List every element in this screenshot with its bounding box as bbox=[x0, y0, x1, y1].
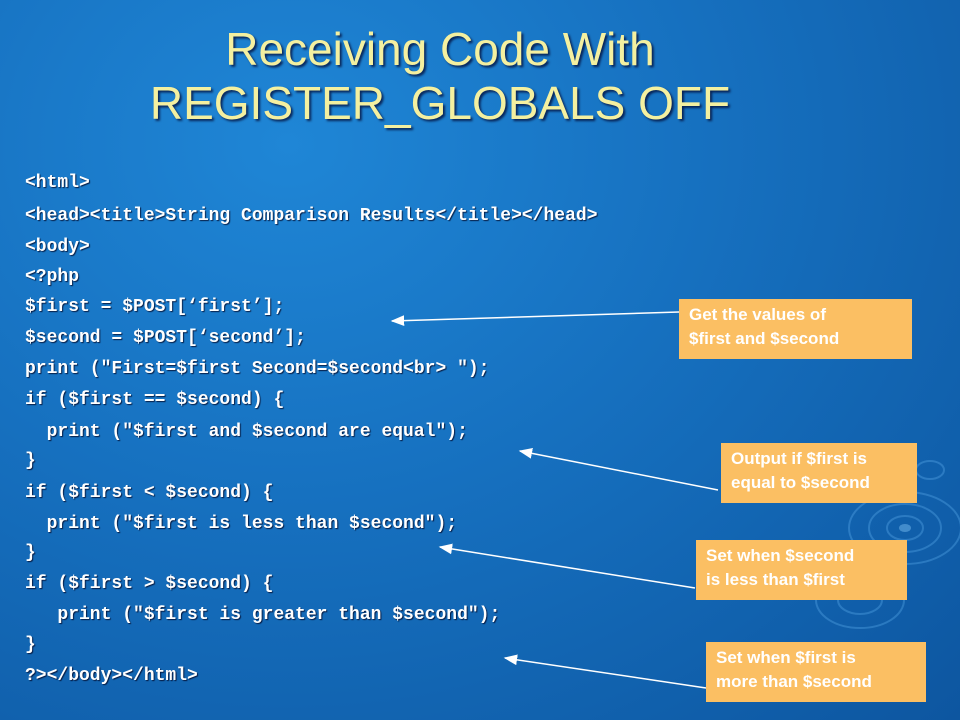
code-line: $second = $POST[‘second’]; bbox=[25, 328, 306, 348]
code-line: print ("$first is greater than $second")… bbox=[25, 605, 501, 625]
code-line: <body> bbox=[25, 237, 90, 257]
callout-line: Set when $first is bbox=[716, 648, 856, 667]
callout-line: Output if $first is bbox=[731, 449, 867, 468]
arrow-2 bbox=[518, 448, 719, 491]
code-line: } bbox=[25, 543, 36, 563]
code-line: print ("$first and $second are equal"); bbox=[25, 422, 468, 442]
callout-line: is less than $first bbox=[706, 570, 845, 589]
callout-more-than: Set when $first is more than $second bbox=[706, 642, 926, 702]
slide-title: Receiving Code With REGISTER_GLOBALS OFF bbox=[60, 22, 820, 130]
title-line-2: REGISTER_GLOBALS OFF bbox=[149, 77, 731, 129]
code-line: ?></body></html> bbox=[25, 666, 198, 686]
callout-line: Set when $second bbox=[706, 546, 855, 565]
code-line: print ("$first is less than $second"); bbox=[25, 514, 458, 534]
callout-line: $first and $second bbox=[689, 329, 840, 348]
code-line: <?php bbox=[25, 267, 80, 287]
callout-line: equal to $second bbox=[731, 473, 870, 492]
callout-line: more than $second bbox=[716, 672, 872, 691]
arrow-1 bbox=[390, 311, 680, 327]
code-line: print ("First=$first Second=$second<br> … bbox=[25, 359, 490, 379]
code-line: if ($first < $second) { bbox=[25, 483, 274, 503]
code-line: } bbox=[25, 635, 36, 655]
callout-get-values: Get the values of $first and $second bbox=[679, 299, 912, 359]
arrow-4 bbox=[503, 654, 707, 689]
callout-less-than: Set when $second is less than $first bbox=[696, 540, 907, 600]
code-line: <html> bbox=[25, 173, 90, 193]
arrow-3 bbox=[438, 543, 696, 589]
callout-line: Get the values of bbox=[689, 305, 826, 324]
code-line: $first = $POST[‘first’]; bbox=[25, 297, 285, 317]
code-line: if ($first > $second) { bbox=[25, 574, 274, 594]
code-line: if ($first == $second) { bbox=[25, 390, 285, 410]
callout-equal: Output if $first is equal to $second bbox=[721, 443, 917, 503]
code-line: } bbox=[25, 451, 36, 471]
code-line: <head><title>String Comparison Results</… bbox=[25, 206, 598, 226]
title-line-1: Receiving Code With bbox=[225, 23, 655, 75]
